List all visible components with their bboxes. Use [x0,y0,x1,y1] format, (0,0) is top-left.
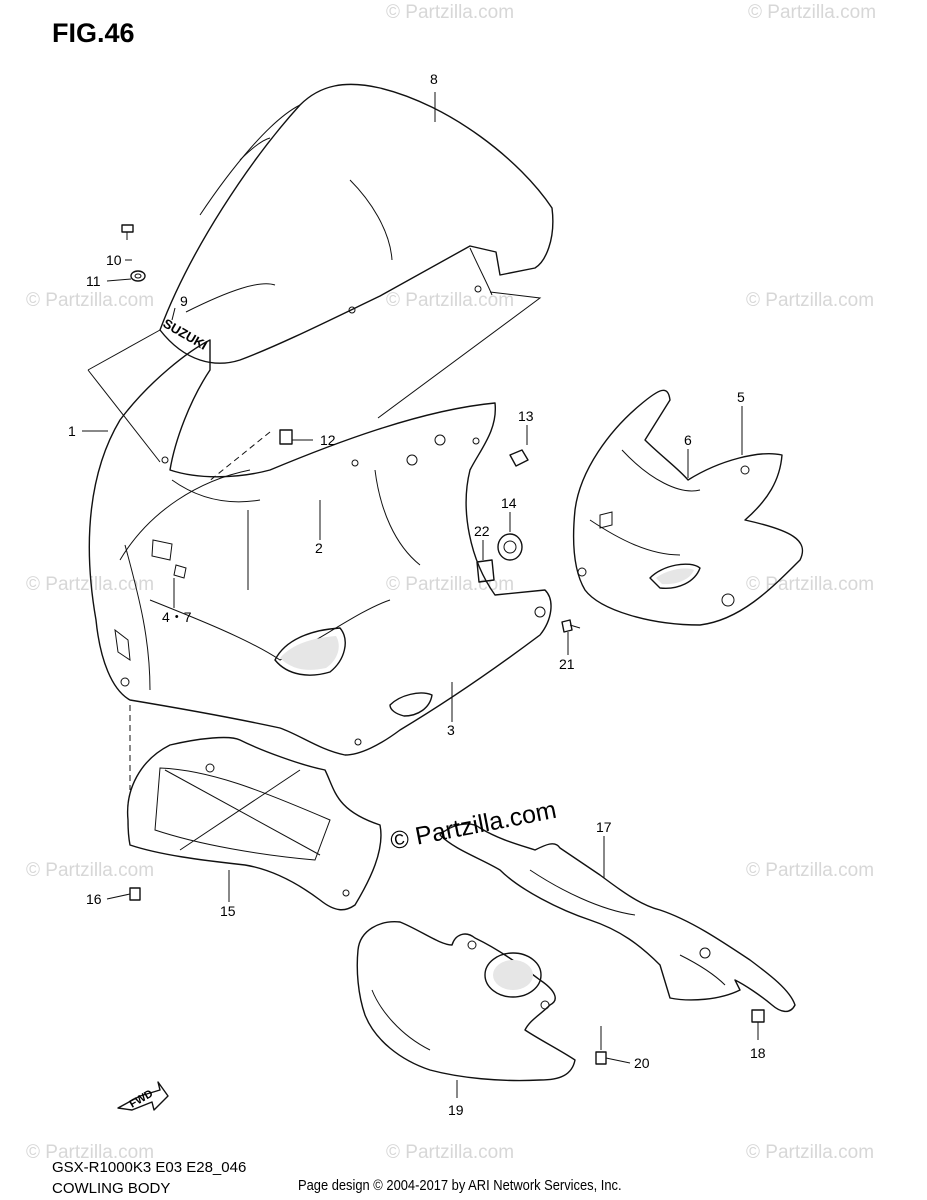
fastener-grommet-12 [279,429,293,445]
callout-1: 1 [68,423,76,439]
watermark: © Partzilla.com [26,1142,155,1163]
watermark: © Partzilla.com [748,2,877,23]
callout-18: 18 [750,1045,766,1061]
fastener-grommet-14 [497,533,523,561]
section-name: COWLING BODY [52,1180,171,1197]
fastener-clip-22 [476,559,495,583]
windscreen: SUZUKI [159,83,554,364]
watermark: © Partzilla.com [26,290,155,311]
callout-21: 21 [559,656,575,672]
upper-cowling [88,339,552,756]
callout-4-7: 4・7 [162,609,192,625]
callout-5: 5 [737,389,745,405]
callout-6: 6 [684,432,692,448]
callout-14: 14 [501,495,517,511]
callout-20: 20 [634,1055,650,1071]
assembly-guide-line [87,369,161,463]
assembly-guide-line [377,291,542,419]
callout-11: 11 [86,273,101,289]
lower-inner-cover [126,736,382,911]
callout-17: 17 [596,819,612,835]
watermark: © Partzilla.com [746,1142,875,1163]
callout-13: 13 [518,408,534,424]
assembly-guide-line [87,329,161,371]
callout-9: 9 [180,293,188,309]
windscreen-logo: SUZUKI [161,316,210,353]
watermark: © Partzilla.com [26,860,155,881]
assembly-guide-line [207,431,271,483]
callout-3: 3 [447,722,455,738]
watermark: © Partzilla.com [746,574,875,595]
fastener-screw-16 [129,887,141,901]
callout-22: 22 [474,523,490,539]
watermark: © Partzilla.com [386,574,515,595]
callout-16: 16 [86,891,102,907]
model-code: GSX-R1000K3 E03 E28_046 [52,1159,247,1176]
fastener-bolt-13 [509,449,529,467]
watermark: © Partzilla.com [26,574,155,595]
fastener-bolt-20 [595,1051,607,1065]
fastener-screw-18 [751,1009,765,1023]
callout-19: 19 [448,1102,464,1118]
watermark: © Partzilla.com [386,290,515,311]
callout-15: 15 [220,903,236,919]
callout-8: 8 [430,71,438,87]
fwd-text: FWD [128,1088,156,1111]
air-duct [439,823,796,1013]
watermark: © Partzilla.com [746,860,875,881]
watermark: © Partzilla.com [386,2,515,23]
callout-10: 10 [106,252,122,268]
inner-cowling-panel [572,389,804,626]
watermark: © Partzilla.com [386,1142,515,1163]
fastener-screw-10 [121,224,134,240]
figure-title: FIG.46 [52,18,135,48]
heat-shield-plate [356,921,576,1082]
callout-2: 2 [315,540,323,556]
fastener-bolt-21 [561,619,581,633]
fastener-washer-11 [130,270,146,282]
watermark: © Partzilla.com [746,290,875,311]
page-credit: Page design © 2004-2017 by ARI Network S… [298,1177,622,1194]
forward-direction-badge: FWD [117,1081,169,1111]
callout-12: 12 [320,432,336,448]
